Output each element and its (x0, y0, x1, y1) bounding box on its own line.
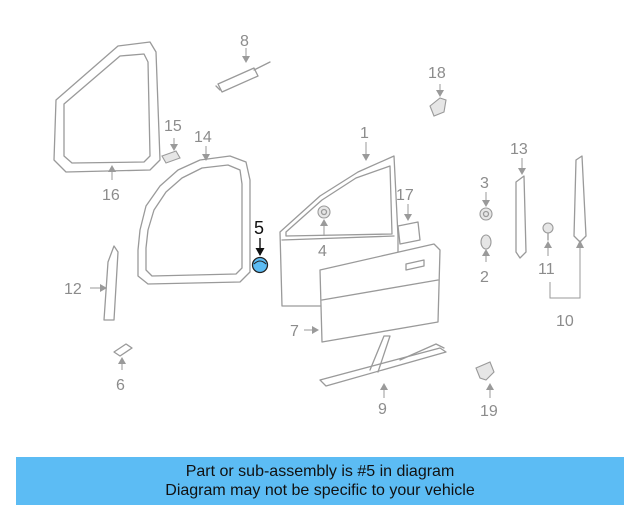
callout-9: 9 (378, 401, 387, 418)
part-2-plug (480, 234, 492, 250)
callout-19: 19 (480, 403, 498, 420)
part-6-bracket (113, 343, 133, 357)
part-11-clip (542, 222, 554, 241)
part-4-fastener (317, 205, 331, 219)
callout-2: 2 (480, 269, 489, 286)
part-5-highlighted[interactable] (251, 256, 269, 274)
info-banner: Part or sub-assembly is #5 in diagram Di… (16, 457, 624, 505)
callout-7: 7 (290, 323, 299, 340)
part-17-pad (397, 221, 421, 245)
callout-13: 13 (510, 141, 528, 158)
part-3-grommet (479, 207, 493, 221)
parts-diagram: 16 15 14 8 12 6 5 1 (53, 33, 587, 420)
callout-8: 8 (240, 33, 249, 50)
part-9-sill (319, 335, 447, 387)
part-10-run-channel (573, 155, 587, 243)
callout-1: 1 (360, 125, 369, 142)
callout-15: 15 (164, 118, 182, 135)
part-1-door-shell (279, 155, 399, 307)
callout-11: 11 (538, 261, 555, 278)
part-18-striker (429, 97, 447, 117)
callout-6: 6 (116, 377, 125, 394)
callout-12: 12 (64, 281, 82, 298)
part-19-hinge (475, 361, 495, 381)
callout-3: 3 (480, 175, 489, 192)
part-8-tool (215, 61, 271, 93)
callout-18: 18 (428, 65, 446, 82)
part-15-clip (161, 150, 181, 164)
callout-10: 10 (556, 313, 574, 330)
part-16-frame-seal (53, 41, 161, 173)
part-12-pillar-trim (103, 245, 119, 321)
callout-5: 5 (254, 218, 264, 238)
callout-17: 17 (396, 187, 414, 204)
callout-14: 14 (194, 129, 212, 146)
part-14-door-seal (137, 155, 251, 285)
callout-16: 16 (102, 187, 120, 204)
part-7-outer-panel (319, 243, 441, 343)
banner-line-2: Diagram may not be specific to your vehi… (165, 482, 475, 499)
banner-line-1: Part or sub-assembly is #5 in diagram (185, 463, 455, 480)
part-13-channel (515, 175, 527, 259)
callout-4: 4 (318, 243, 327, 260)
